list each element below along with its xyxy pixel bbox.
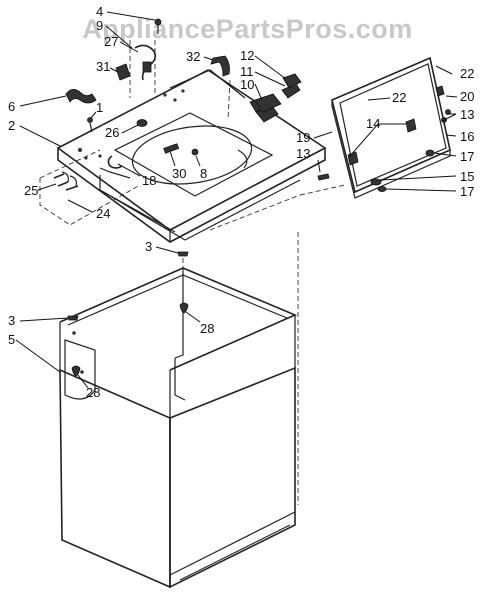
part-18-seal xyxy=(107,155,123,169)
callout-16: 16 xyxy=(460,129,474,144)
part-4-screw xyxy=(154,18,162,34)
site-watermark: AppliancePartsPros.com xyxy=(82,14,413,44)
callout-13-right: 13 xyxy=(460,107,474,122)
callout-18: 18 xyxy=(142,173,156,188)
callout-2: 2 xyxy=(8,118,15,133)
part-28-clip-back xyxy=(179,302,189,314)
part-8-screw xyxy=(191,148,199,156)
callout-11: 11 xyxy=(240,64,254,79)
callout-9: 9 xyxy=(96,18,103,33)
callout-28-back: 28 xyxy=(200,321,214,336)
callout-5: 5 xyxy=(8,332,15,347)
part-3-screw-back xyxy=(177,251,189,257)
callout-12: 12 xyxy=(240,48,254,63)
callout-13-left: 13 xyxy=(296,146,310,161)
part-6-clip xyxy=(65,89,97,104)
part-12-switch xyxy=(282,73,302,89)
callout-pointers xyxy=(15,11,458,389)
callout-25: 25 xyxy=(24,183,38,198)
callout-27: 27 xyxy=(104,34,118,49)
callout-22-inner: 22 xyxy=(392,90,406,105)
callout-24: 24 xyxy=(96,206,110,221)
callout-32: 32 xyxy=(186,49,200,64)
part-26-grommet xyxy=(136,119,148,127)
part-27-harness xyxy=(134,44,157,81)
callout-15: 15 xyxy=(460,169,474,184)
callout-28-front: 28 xyxy=(86,385,100,400)
callout-3-front: 3 xyxy=(8,313,15,328)
part-32-switch-bracket xyxy=(210,55,230,77)
callout-30: 30 xyxy=(172,166,186,181)
explode-line-24 xyxy=(39,178,141,226)
part-30-pin xyxy=(163,143,180,154)
callout-22-top: 22 xyxy=(460,66,474,81)
callout-1: 1 xyxy=(96,100,103,115)
callout-6: 6 xyxy=(8,99,15,114)
part-1-screw xyxy=(87,117,93,133)
callout-31: 31 xyxy=(96,59,110,74)
callout-17-lower: 17 xyxy=(460,184,474,199)
callout-labels: 4 9 27 31 6 1 2 26 25 24 18 30 8 32 12 1… xyxy=(8,4,474,400)
part-3-screw-front xyxy=(67,315,79,321)
callout-4: 4 xyxy=(96,4,103,19)
callout-17-upper: 17 xyxy=(460,149,474,164)
callout-10: 10 xyxy=(240,77,254,92)
callout-3-back: 3 xyxy=(145,239,152,254)
callout-19: 19 xyxy=(296,130,310,145)
part-31-clip xyxy=(115,63,131,81)
callout-20: 20 xyxy=(460,89,474,104)
lid-assembly xyxy=(317,56,451,199)
callout-8: 8 xyxy=(200,166,207,181)
cabinet-assembly xyxy=(59,232,299,589)
callout-14: 14 xyxy=(366,116,380,131)
part-25-hinge-springs xyxy=(53,171,79,191)
part-28-clip-front xyxy=(71,365,81,377)
callout-26: 26 xyxy=(105,125,119,140)
